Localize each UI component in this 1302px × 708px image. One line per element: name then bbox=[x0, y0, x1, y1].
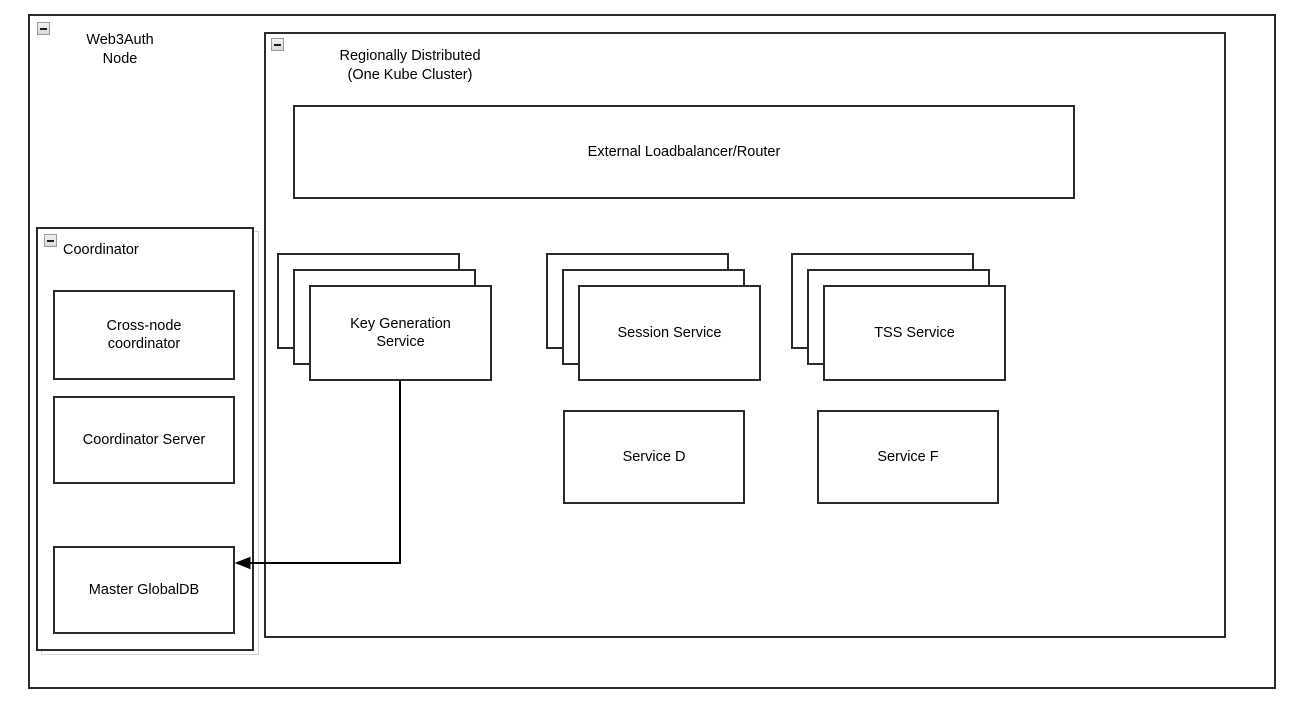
stacked-node-tss-service[interactable]: TSS Service bbox=[791, 253, 1006, 381]
node-label-coordinator-server: Coordinator Server bbox=[82, 432, 206, 448]
stacked-node-key-generation-service[interactable]: Key Generation Service bbox=[277, 253, 492, 381]
collapse-icon-web3auth-node[interactable] bbox=[37, 22, 50, 35]
node-label-tss-service: TSS Service bbox=[874, 325, 955, 341]
node-coordinator-server[interactable]: Coordinator Server bbox=[53, 396, 235, 484]
node-label-service-d: Service D bbox=[622, 449, 686, 465]
collapse-icon-coordinator[interactable] bbox=[44, 234, 57, 247]
node-external-loadbalancer-router[interactable]: External Loadbalancer/Router bbox=[293, 105, 1075, 199]
node-cross-node-coordinator[interactable]: Cross-node coordinator bbox=[53, 290, 235, 380]
node-label-external-loadbalancer-router: External Loadbalancer/Router bbox=[587, 144, 781, 160]
container-label-coordinator: Coordinator bbox=[63, 242, 139, 258]
stacked-node-session-service[interactable]: Session Service bbox=[546, 253, 761, 381]
node-master-globaldb[interactable]: Master GlobalDB bbox=[53, 546, 235, 634]
container-label-web3auth-node: Web3Auth Node bbox=[86, 32, 154, 67]
stack-layer-front[interactable]: TSS Service bbox=[823, 285, 1006, 381]
stack-layer-front[interactable]: Key Generation Service bbox=[309, 285, 492, 381]
node-service-f[interactable]: Service F bbox=[817, 410, 999, 504]
node-label-session-service: Session Service bbox=[617, 325, 722, 341]
node-label-master-globaldb: Master GlobalDB bbox=[88, 582, 200, 598]
node-service-d[interactable]: Service D bbox=[563, 410, 745, 504]
node-label-key-generation-service: Key Generation Service bbox=[350, 316, 451, 350]
node-label-cross-node-coordinator: Cross-node coordinator bbox=[106, 318, 182, 352]
collapse-icon-regionally-distributed[interactable] bbox=[271, 38, 284, 51]
node-label-service-f: Service F bbox=[877, 449, 939, 465]
container-label-regionally-distributed: Regionally Distributed (One Kube Cluster… bbox=[339, 48, 481, 83]
stack-layer-front[interactable]: Session Service bbox=[578, 285, 761, 381]
